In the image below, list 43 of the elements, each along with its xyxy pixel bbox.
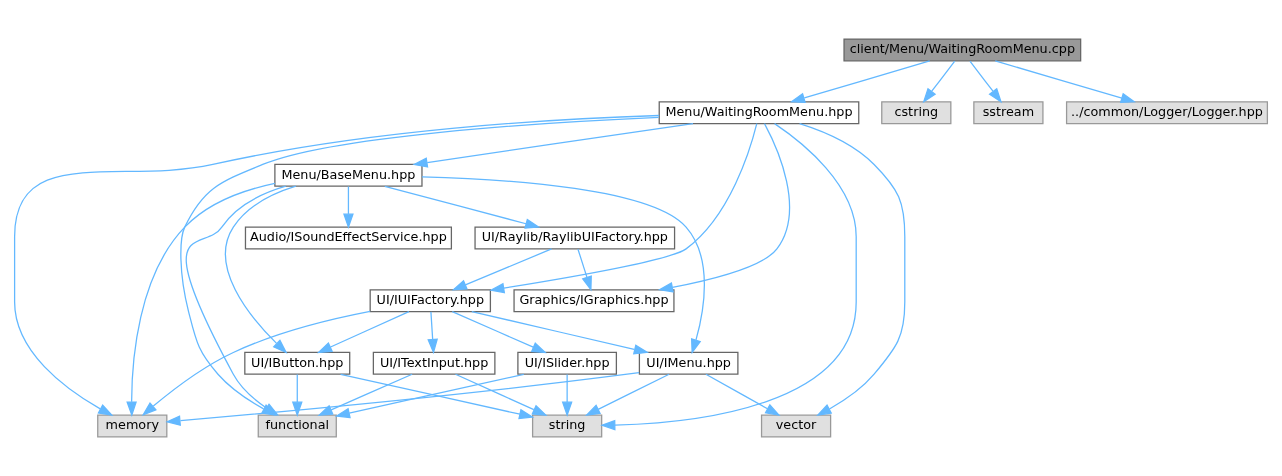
arrow: [412, 122, 694, 168]
arrow: [561, 373, 573, 417]
arrow: [451, 310, 547, 354]
node-box: string: [531, 414, 603, 438]
arrow: [343, 185, 354, 229]
arrow: [421, 176, 705, 355]
arrow: [317, 373, 413, 416]
node-box: Menu/WaitingRoomMenu.hpp: [658, 101, 860, 125]
arrow: [705, 373, 781, 417]
arrow: [471, 310, 650, 355]
arrow: [789, 60, 931, 104]
arrow: [994, 60, 1137, 104]
arrow: [600, 123, 857, 431]
node-box: ../common/Logger/Logger.hpp: [1065, 101, 1269, 125]
arrow: [427, 311, 438, 355]
node-box: memory: [97, 414, 168, 438]
node-box: UI/IButton.hpp: [244, 351, 351, 375]
node-box: UI/Raylib/RaylibUIFactory.hpp: [474, 226, 676, 250]
node-box: Audio/ISoundEffectService.hpp: [244, 226, 453, 250]
arrow: [798, 122, 906, 416]
arrow: [451, 248, 553, 291]
arrow: [657, 123, 791, 293]
node-box: functional: [257, 414, 337, 438]
arrow: [489, 123, 758, 294]
node-box: sstream: [973, 101, 1044, 125]
arrow: [584, 373, 670, 416]
node-box: client/Menu/WaitingRoomMenu.cpp: [843, 38, 1082, 62]
arrow: [224, 185, 297, 354]
node-box: vector: [760, 414, 832, 438]
arrow: [454, 373, 548, 416]
node-box: Menu/BaseMenu.hpp: [274, 163, 423, 187]
node-box: UI/ISlider.hpp: [517, 351, 617, 375]
node-box: Graphics/IGraphics.hpp: [513, 289, 675, 313]
node-box: cstring: [881, 101, 952, 125]
node-box: UI/IMenu.hpp: [638, 351, 739, 375]
arrow: [316, 310, 410, 354]
node-box: UI/ITextInput.hpp: [372, 351, 496, 375]
arrow: [384, 185, 541, 229]
arrow: [922, 60, 956, 104]
arrow: [577, 248, 592, 292]
arrow: [969, 60, 1003, 104]
arrow: [165, 371, 640, 427]
node-box: UI/IUIFactory.hpp: [369, 289, 492, 313]
